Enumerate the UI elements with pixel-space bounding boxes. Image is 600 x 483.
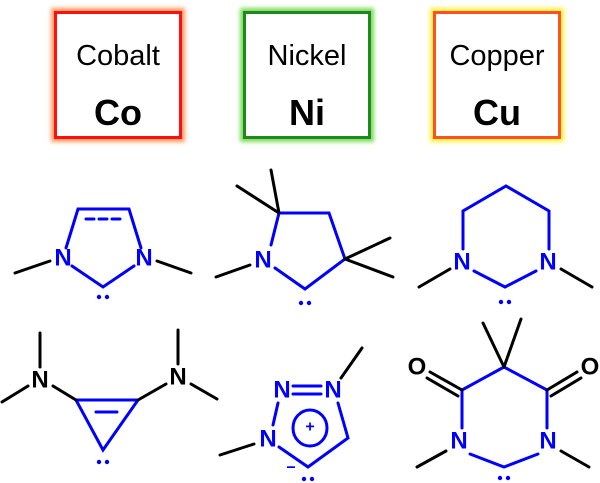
nitrogen-label: N xyxy=(539,428,556,455)
nitrogen-label: N xyxy=(450,428,467,455)
nitrogen-label: N xyxy=(324,377,341,404)
structure-bis-amino-cyclopropenylidene: N N xyxy=(0,328,219,465)
element-box-cobalt: Cobalt Co xyxy=(54,11,182,139)
nitrogen-label: N xyxy=(273,377,290,404)
element-name: Cobalt xyxy=(76,40,160,72)
element-box-nickel: Nickel Ni xyxy=(243,11,371,139)
nitrogen-label: N xyxy=(254,247,271,274)
structure-tetrahydropyrimidinylidene: N N xyxy=(417,184,594,305)
nitrogen-label: N xyxy=(31,367,48,394)
structure-triazolylidene: N N N + − xyxy=(218,346,364,482)
structure-diamidocarbene: O O N N xyxy=(408,317,600,481)
nitrogen-label: N xyxy=(453,249,470,276)
nitrogen-label: N xyxy=(54,245,71,272)
element-name: Nickel xyxy=(267,40,347,72)
element-box-copper: Copper Cu xyxy=(433,11,561,139)
negative-charge: − xyxy=(286,460,295,477)
nitrogen-label: N xyxy=(135,245,152,272)
nitrogen-label: N xyxy=(539,249,556,276)
structure-imidazolylidene: N N xyxy=(13,207,193,300)
oxygen-label: O xyxy=(581,354,600,381)
nitrogen-label: N xyxy=(169,364,186,391)
element-name: Copper xyxy=(449,40,545,72)
positive-charge: + xyxy=(305,419,314,436)
element-symbol: Ni xyxy=(289,92,325,133)
structure-caac: N xyxy=(214,168,395,306)
nitrogen-label: N xyxy=(259,426,276,453)
element-symbol: Co xyxy=(94,92,142,133)
oxygen-label: O xyxy=(408,354,427,381)
element-symbol: Cu xyxy=(473,92,521,133)
